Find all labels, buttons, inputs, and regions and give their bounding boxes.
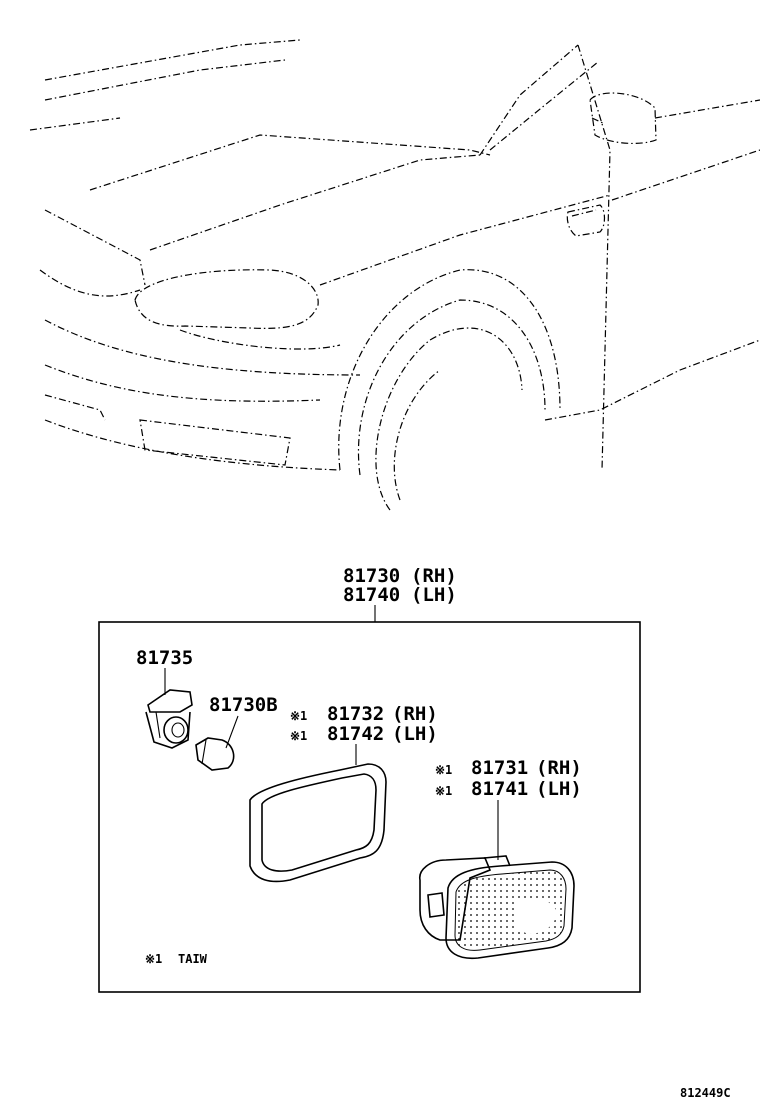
- gasket-part-rh: 81732: [327, 703, 384, 725]
- bulb-part-number: 81730B: [209, 694, 278, 716]
- gasket-tag-lh: (LH): [392, 723, 438, 745]
- note-text: TAIW: [178, 952, 208, 966]
- assembly-label: 81730 (RH) 81740 (LH): [343, 565, 457, 606]
- lens-part-lh: 81741: [471, 778, 528, 800]
- gasket-tag-rh: (RH): [392, 703, 438, 725]
- gasket-mark-lh: ※1: [290, 729, 307, 743]
- lens-illustration: [419, 855, 575, 960]
- lens-mark-rh: ※1: [435, 763, 452, 777]
- gasket-illustration: [249, 763, 387, 883]
- lens-tag-rh: (RH): [536, 757, 582, 779]
- assembly-part-rh: 81730: [343, 565, 400, 587]
- lens-tag-lh: (LH): [536, 778, 582, 800]
- socket-part-number: 81735: [136, 647, 193, 669]
- assembly-tag-rh: (RH): [411, 565, 457, 587]
- detail-frame: [98, 621, 641, 993]
- lens-part-rh: 81731: [471, 757, 528, 779]
- gasket-mark-rh: ※1: [290, 709, 307, 723]
- car-illustration: [29, 39, 760, 511]
- figure-id: 812449C: [680, 1086, 731, 1100]
- bulb-illustration: [195, 737, 235, 771]
- assembly-part-lh: 81740: [343, 584, 400, 606]
- assembly-tag-lh: (LH): [411, 584, 457, 606]
- lens-mark-lh: ※1: [435, 784, 452, 798]
- note-mark: ※1: [145, 952, 162, 966]
- socket-illustration: [145, 689, 193, 749]
- gasket-part-lh: 81742: [327, 723, 384, 745]
